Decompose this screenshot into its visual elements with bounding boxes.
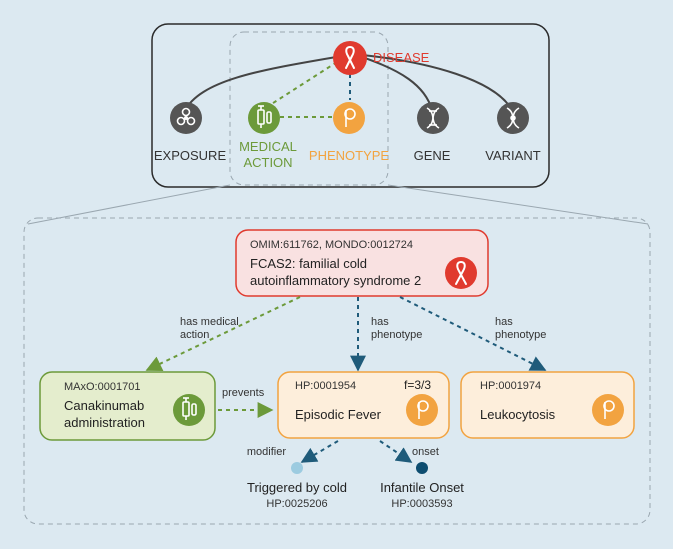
dna-icon xyxy=(426,107,440,129)
label-has-phenotype2-2: phenotype xyxy=(495,329,546,341)
overview-phenotype-label: PHENOTYPE xyxy=(309,148,390,163)
label-has-medical-action-2: action xyxy=(180,329,209,341)
edge-has-phenotype-2 xyxy=(399,296,547,371)
disease-name-line1: FCAS2: familial cold xyxy=(250,256,367,271)
overview-medical-action-node xyxy=(248,102,280,134)
detail-panel xyxy=(23,217,651,525)
edge-disease-variant xyxy=(361,54,513,111)
label-prevents: prevents xyxy=(222,387,265,399)
dna-variant-icon xyxy=(506,107,520,129)
phenotype-icon xyxy=(417,400,429,419)
overview-medical-action-label-2: ACTION xyxy=(243,155,292,170)
label-modifier: modifier xyxy=(247,446,286,458)
disease-ids: OMIM:611762, MONDO:0012724 xyxy=(250,239,413,251)
onset-id: HP:0003593 xyxy=(391,498,452,510)
phenotype1-name: Episodic Fever xyxy=(295,407,382,422)
edge-has-medical-action xyxy=(145,296,301,372)
medical-action-node[interactable] xyxy=(39,371,216,441)
medical-action-id: MAxO:0001701 xyxy=(64,381,140,393)
ribbon-icon xyxy=(455,261,467,285)
overview-variant-node xyxy=(497,102,529,134)
medical-action-name-line2: administration xyxy=(64,415,145,430)
label-onset: onset xyxy=(412,446,439,458)
medical-action-name-line1: Canakinumab xyxy=(64,398,144,413)
syringe-icon xyxy=(182,397,197,420)
phenotype1-frequency: f=3/3 xyxy=(404,378,431,392)
biohazard-icon xyxy=(176,107,196,126)
label-has-medical-action-1: has medical xyxy=(180,316,239,328)
phenotype-leukocytosis-node[interactable] xyxy=(460,371,635,439)
label-has-phenotype-2: phenotype xyxy=(371,329,422,341)
overview-gene-node xyxy=(417,102,449,134)
overview-gene-label: GENE xyxy=(414,148,451,163)
onset-name: Infantile Onset xyxy=(380,480,464,495)
label-has-phenotype-1: has xyxy=(371,316,389,328)
overview-disease-label: DISEASE xyxy=(373,50,430,65)
onset-dot xyxy=(416,462,428,474)
phenotype2-name: Leukocytosis xyxy=(480,407,556,422)
overview-medical-action-label-1: MEDICAL xyxy=(239,139,297,154)
overview-disease-node xyxy=(333,41,367,75)
phenotype-icon xyxy=(603,400,615,419)
overview-variant-label: VARIANT xyxy=(485,148,540,163)
edge-modifier xyxy=(300,440,339,463)
modifier-id: HP:0025206 xyxy=(266,498,327,510)
zoom-line-left xyxy=(27,184,231,225)
edge-onset xyxy=(379,440,413,463)
phenotype1-id: HP:0001954 xyxy=(295,380,356,392)
disease-name-line2: autoinflammatory syndrome 2 xyxy=(250,273,421,288)
overview-exposure-node xyxy=(170,102,202,134)
modifier-name: Triggered by cold xyxy=(247,480,347,495)
ribbon-icon xyxy=(345,46,355,69)
edge-disease-exposure xyxy=(183,56,337,113)
focus-highlight xyxy=(229,31,389,186)
phenotype2-id: HP:0001974 xyxy=(480,380,541,392)
disease-node[interactable] xyxy=(235,229,489,297)
syringe-icon xyxy=(257,105,272,128)
edge-disease-medical-action xyxy=(269,61,338,106)
overview-phenotype-node xyxy=(333,102,365,134)
phenotype-icon xyxy=(344,108,356,127)
overview-exposure-label: EXPOSURE xyxy=(154,148,227,163)
modifier-dot xyxy=(291,462,303,474)
label-has-phenotype2-1: has xyxy=(495,316,513,328)
phenotype-episodic-fever-node[interactable] xyxy=(277,371,450,439)
zoom-line-right xyxy=(387,184,649,225)
